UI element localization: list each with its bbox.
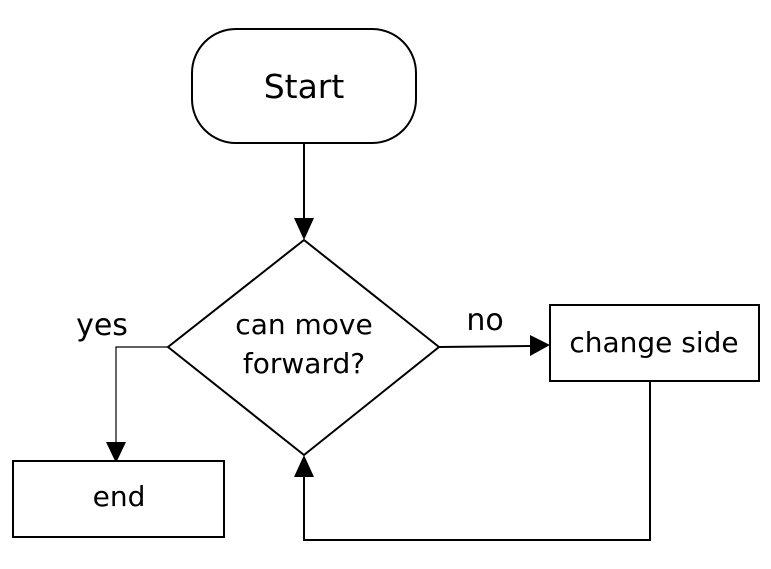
decision-node-label-line1: can move <box>235 308 372 341</box>
end-node: end <box>12 460 225 538</box>
change-side-node: change side <box>549 304 760 382</box>
edge-yes-line <box>115 346 168 442</box>
decision-node: can move forward? <box>166 238 441 457</box>
edge-change-side-to-decision <box>294 381 651 541</box>
edge-no-label: no <box>466 303 503 338</box>
decision-node-label-line2: forward? <box>243 347 365 380</box>
start-node: Start <box>191 28 417 144</box>
start-node-label: Start <box>264 67 345 106</box>
change-side-node-shape <box>549 304 760 382</box>
edge-start-to-decision <box>294 143 314 240</box>
change-side-node-label: change side <box>569 326 738 359</box>
edge-yes-label: yes <box>76 308 128 343</box>
edge-loop-back-line <box>303 381 651 541</box>
edge-loop-back-arrowhead <box>294 455 314 477</box>
end-node-shape <box>12 460 225 538</box>
edge-no-arrowhead <box>530 335 550 356</box>
edge-no-line <box>438 345 531 348</box>
edge-decision-to-change-side: no <box>438 303 550 356</box>
edge-yes-arrowhead <box>106 442 126 463</box>
edge-decision-to-end: yes <box>76 308 168 463</box>
end-node-label: end <box>93 480 146 513</box>
edge-start-to-decision-arrowhead <box>294 218 314 240</box>
